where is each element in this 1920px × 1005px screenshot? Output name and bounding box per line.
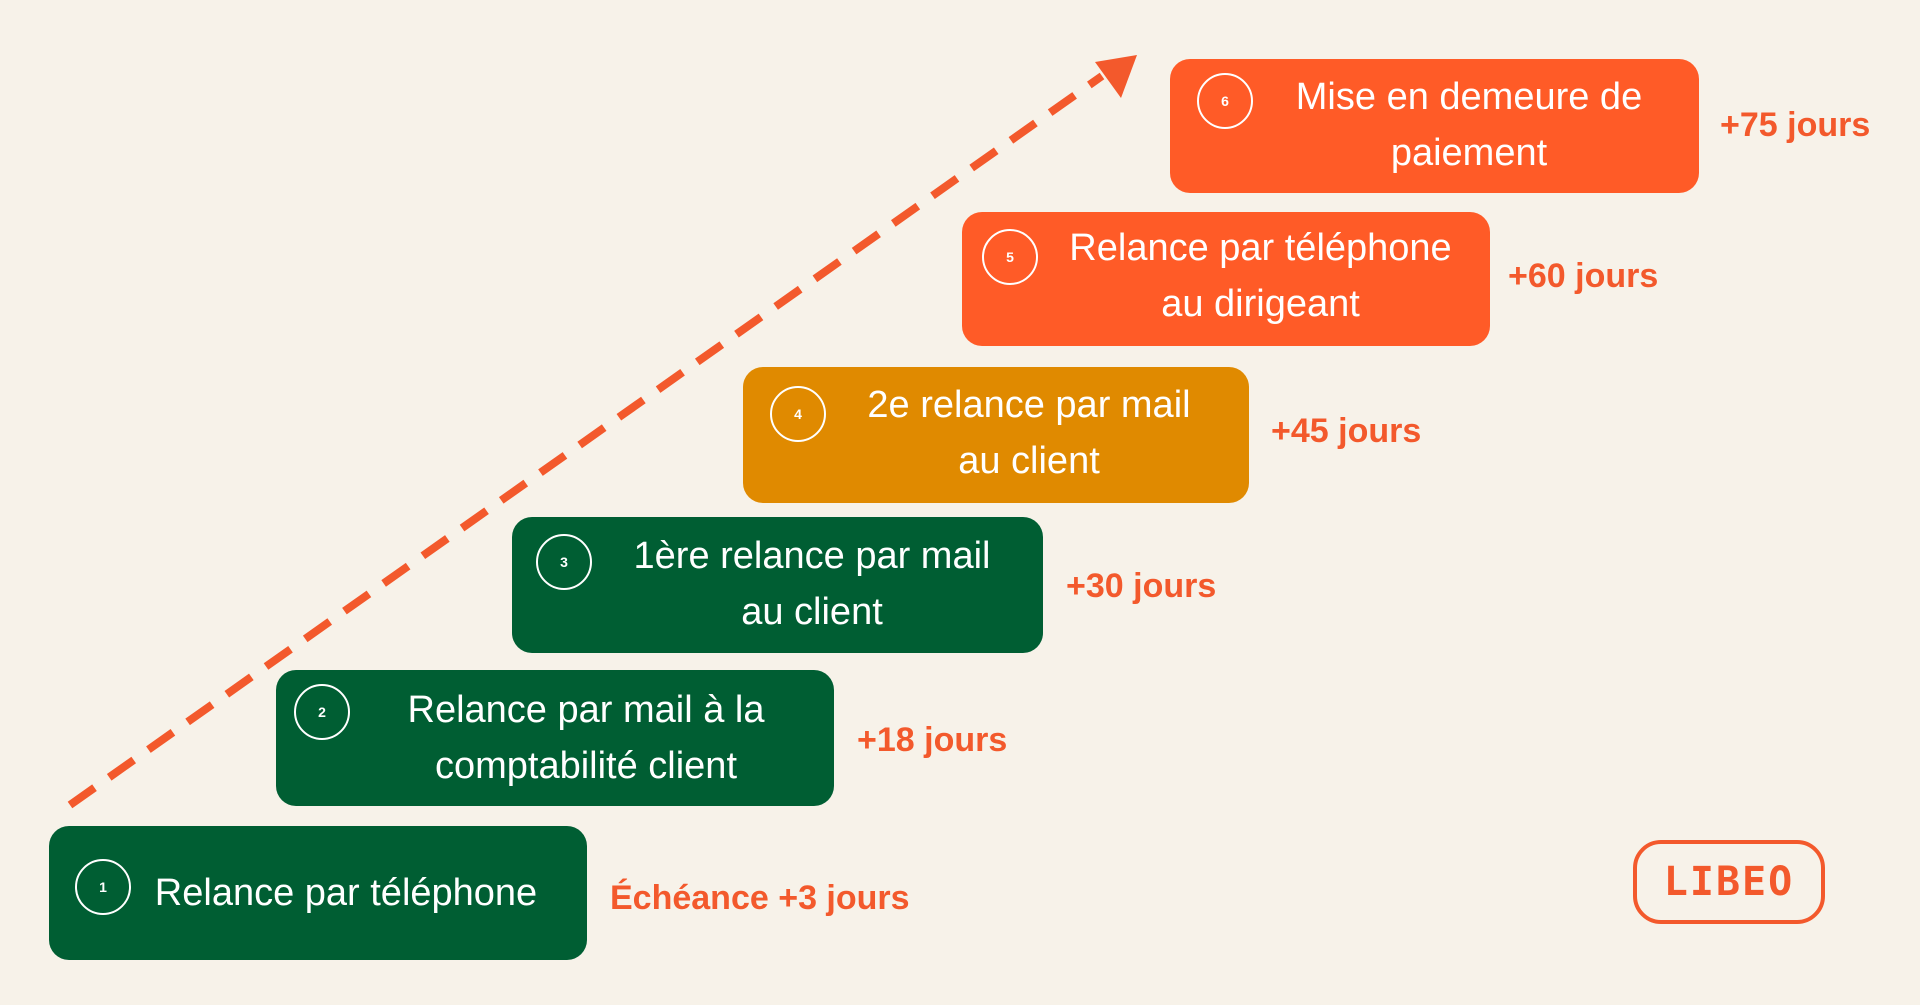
step-4-delay: +45 jours — [1271, 412, 1422, 450]
arrow-head-icon — [1095, 55, 1137, 98]
step-6-delay: +75 jours — [1720, 106, 1871, 144]
step-2-label: Relance par mail à la comptabilité clien… — [407, 689, 765, 787]
step-3-box: 3 1ère relance par mail au client — [512, 517, 1043, 653]
step-1-delay: Échéance +3 jours — [610, 879, 910, 917]
step-6-label: Mise en demeure de paiement — [1295, 76, 1643, 174]
step-1-number-badge: 1 — [75, 859, 131, 915]
step-4-label: 2e relance par mail au client — [867, 384, 1191, 482]
step-5-label: Relance par téléphone au dirigeant — [1069, 227, 1452, 325]
step-6-number-badge: 6 — [1197, 73, 1253, 129]
step-2-delay: +18 jours — [857, 721, 1008, 759]
step-5-delay: +60 jours — [1508, 257, 1659, 295]
step-3-label: 1ère relance par mail au client — [633, 535, 991, 633]
step-1-label: Relance par téléphone — [154, 872, 538, 914]
step-2-number-badge: 2 — [294, 684, 350, 740]
step-5-box: 5 Relance par téléphone au dirigeant — [962, 212, 1490, 346]
step-4-number-badge: 4 — [770, 386, 826, 442]
step-3-delay: +30 jours — [1066, 567, 1217, 605]
step-6-box: 6 Mise en demeure de paiement — [1170, 59, 1699, 193]
libeo-logo: LIBEO — [1633, 840, 1825, 924]
step-4-box: 4 2e relance par mail au client — [743, 367, 1249, 503]
step-1-box: 1 Relance par téléphone — [49, 826, 587, 960]
step-3-number-badge: 3 — [536, 534, 592, 590]
step-5-number-badge: 5 — [982, 229, 1038, 285]
step-2-box: 2 Relance par mail à la comptabilité cli… — [276, 670, 834, 806]
